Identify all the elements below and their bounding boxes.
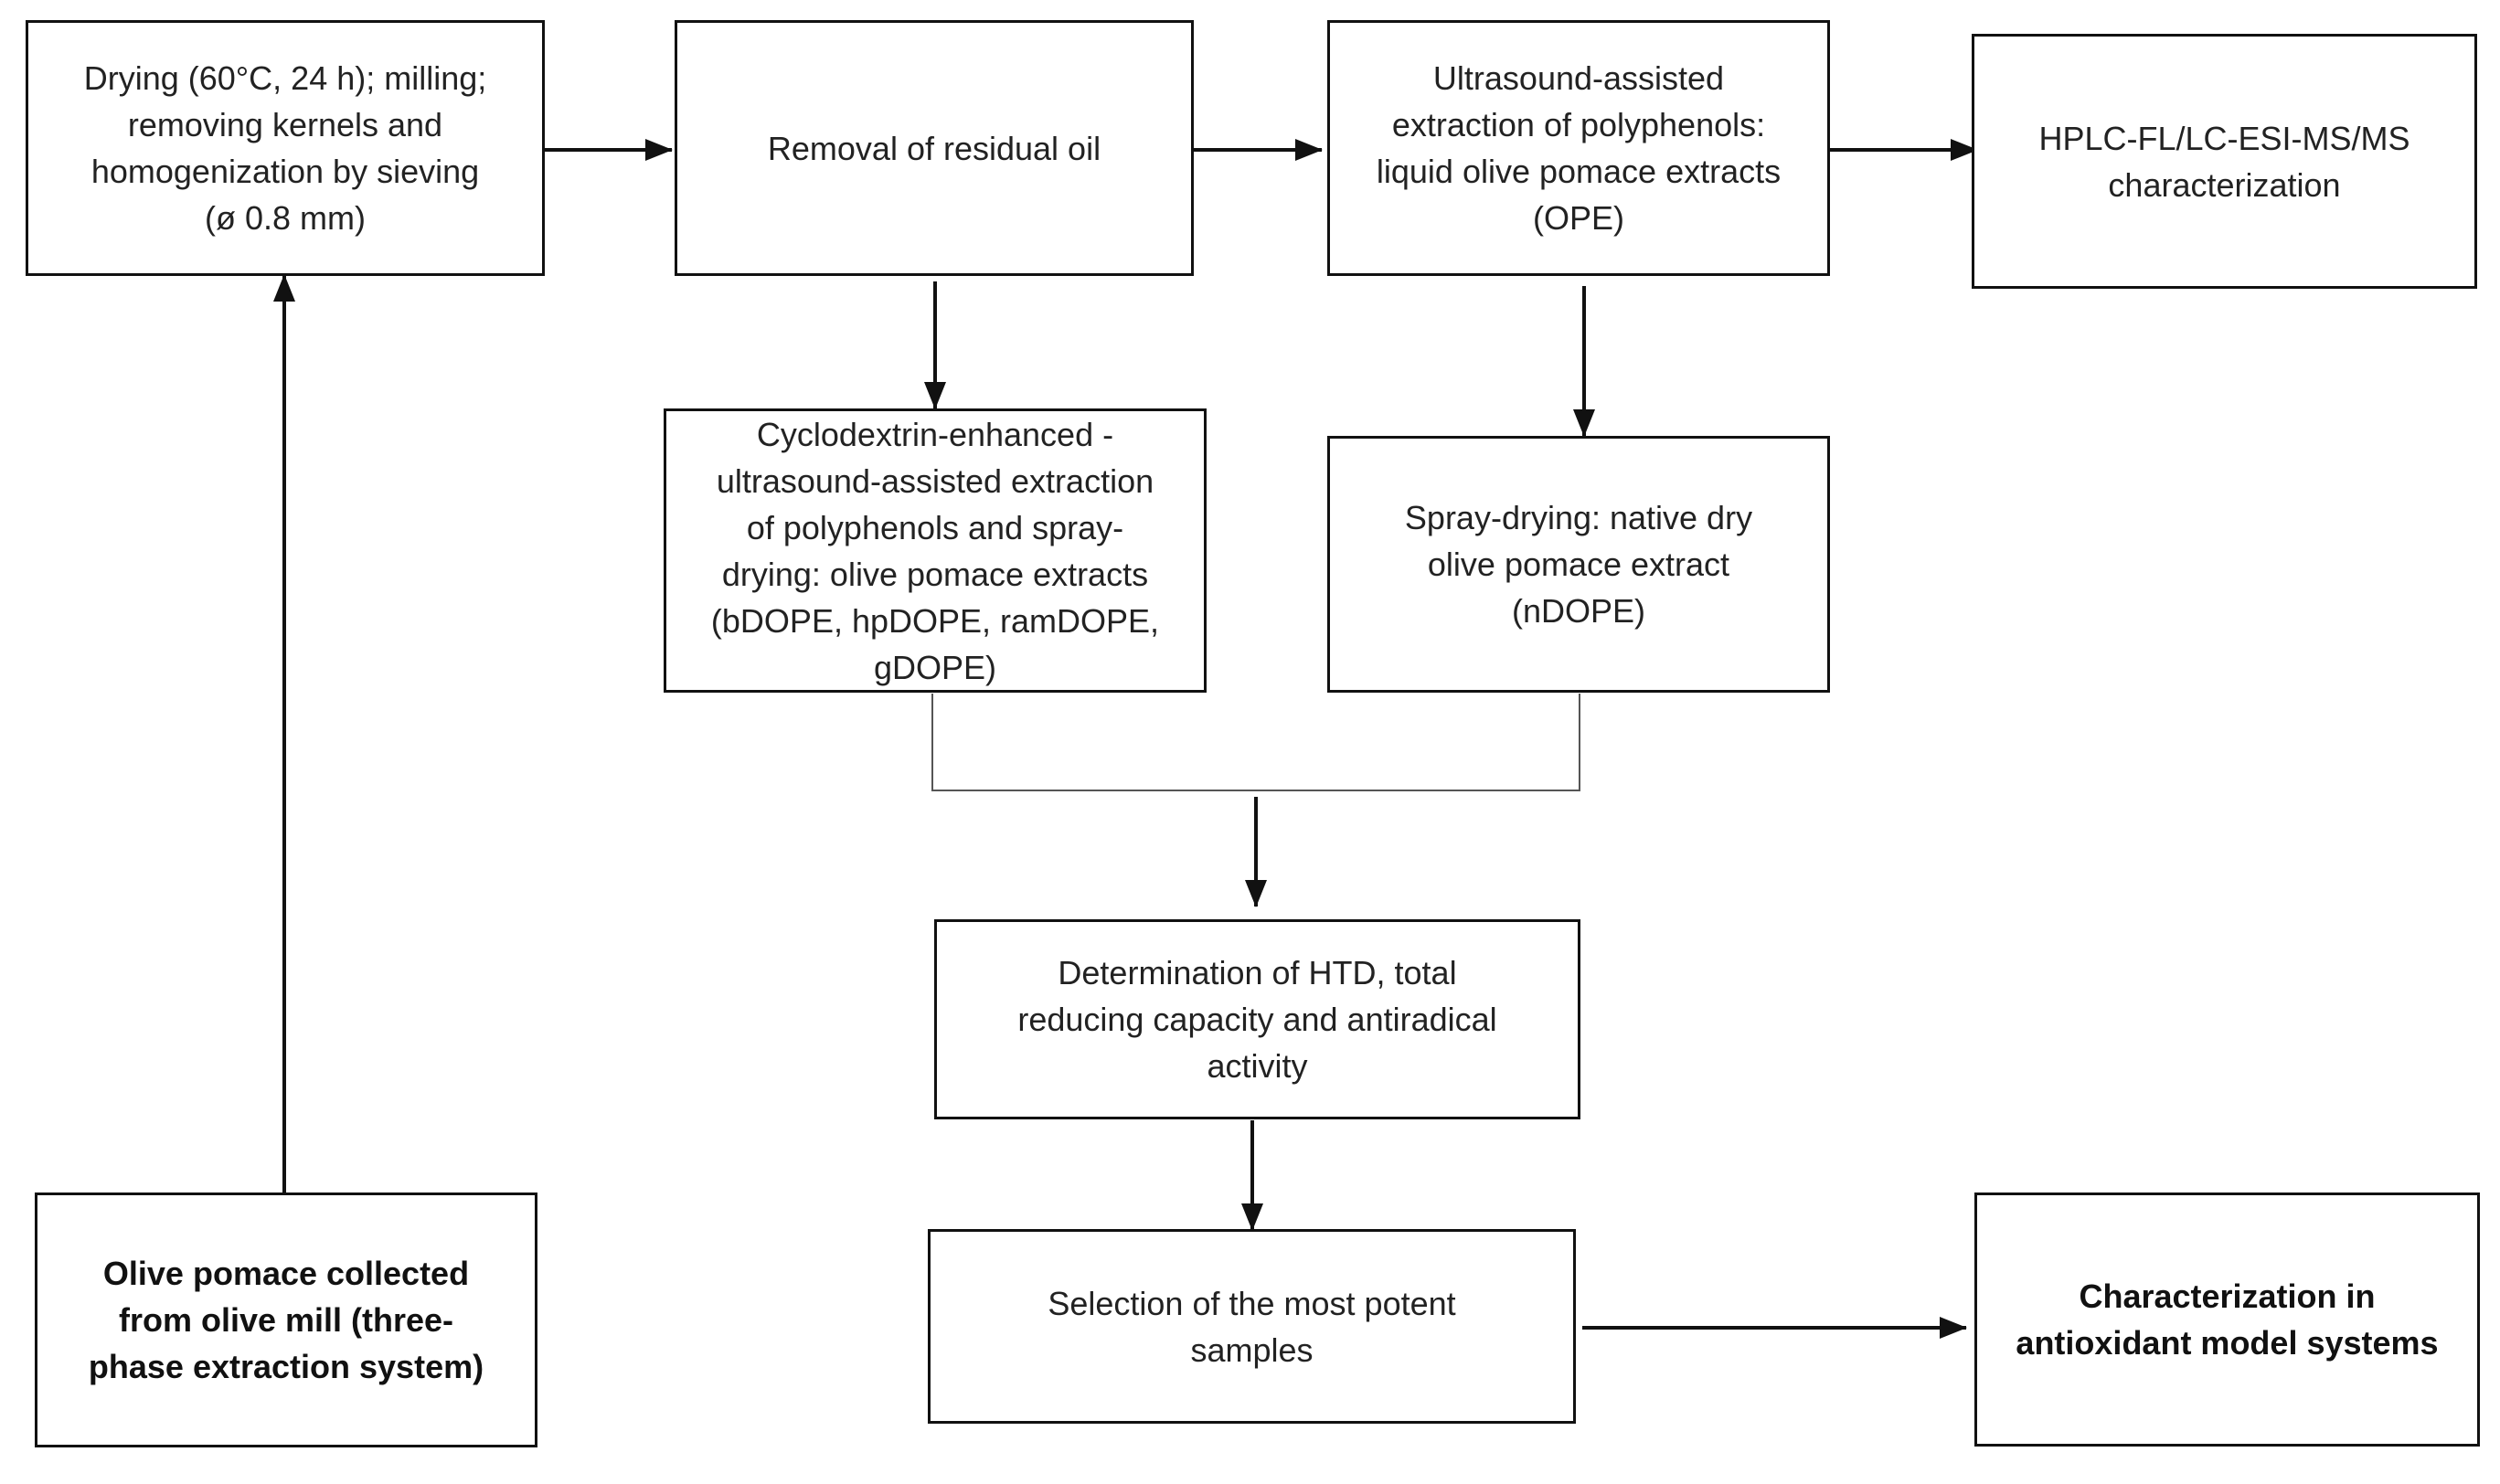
merge-connector <box>931 694 1580 791</box>
node-characterization-label: Characterization in antioxidant model sy… <box>2016 1277 2439 1362</box>
node-spray-drying-label: Spray-drying: native dry olive pomace ex… <box>1404 499 1753 630</box>
node-olive-pomace-label: Olive pomace collected from olive mill (… <box>88 1255 484 1385</box>
node-selection-label: Selection of the most potent samples <box>1048 1284 1456 1369</box>
node-spray-drying: Spray-drying: native dry olive pomace ex… <box>1327 436 1830 693</box>
node-uae-polyphenols: Ultrasound-assisted extraction of polyph… <box>1327 20 1830 276</box>
node-removal-residual-oil: Removal of residual oil <box>675 20 1194 276</box>
node-cyclodextrin-extraction: Cyclodextrin-enhanced - ultrasound-assis… <box>664 408 1207 693</box>
node-hplc-characterization: HPLC-FL/LC-ESI-MS/MS characterization <box>1972 34 2477 289</box>
node-hplc-characterization-label: HPLC-FL/LC-ESI-MS/MS characterization <box>2038 119 2410 204</box>
node-olive-pomace: Olive pomace collected from olive mill (… <box>35 1192 537 1447</box>
node-uae-polyphenols-label: Ultrasound-assisted extraction of polyph… <box>1376 59 1782 237</box>
node-removal-residual-oil-label: Removal of residual oil <box>767 129 1101 167</box>
node-selection: Selection of the most potent samples <box>928 1229 1576 1424</box>
node-determination: Determination of HTD, total reducing cap… <box>934 919 1580 1119</box>
node-drying: Drying (60°C, 24 h); milling; removing k… <box>26 20 545 276</box>
node-determination-label: Determination of HTD, total reducing cap… <box>1017 954 1497 1085</box>
node-characterization: Characterization in antioxidant model sy… <box>1974 1192 2480 1447</box>
node-drying-label: Drying (60°C, 24 h); milling; removing k… <box>83 59 487 237</box>
node-cyclodextrin-extraction-label: Cyclodextrin-enhanced - ultrasound-assis… <box>710 415 1160 686</box>
